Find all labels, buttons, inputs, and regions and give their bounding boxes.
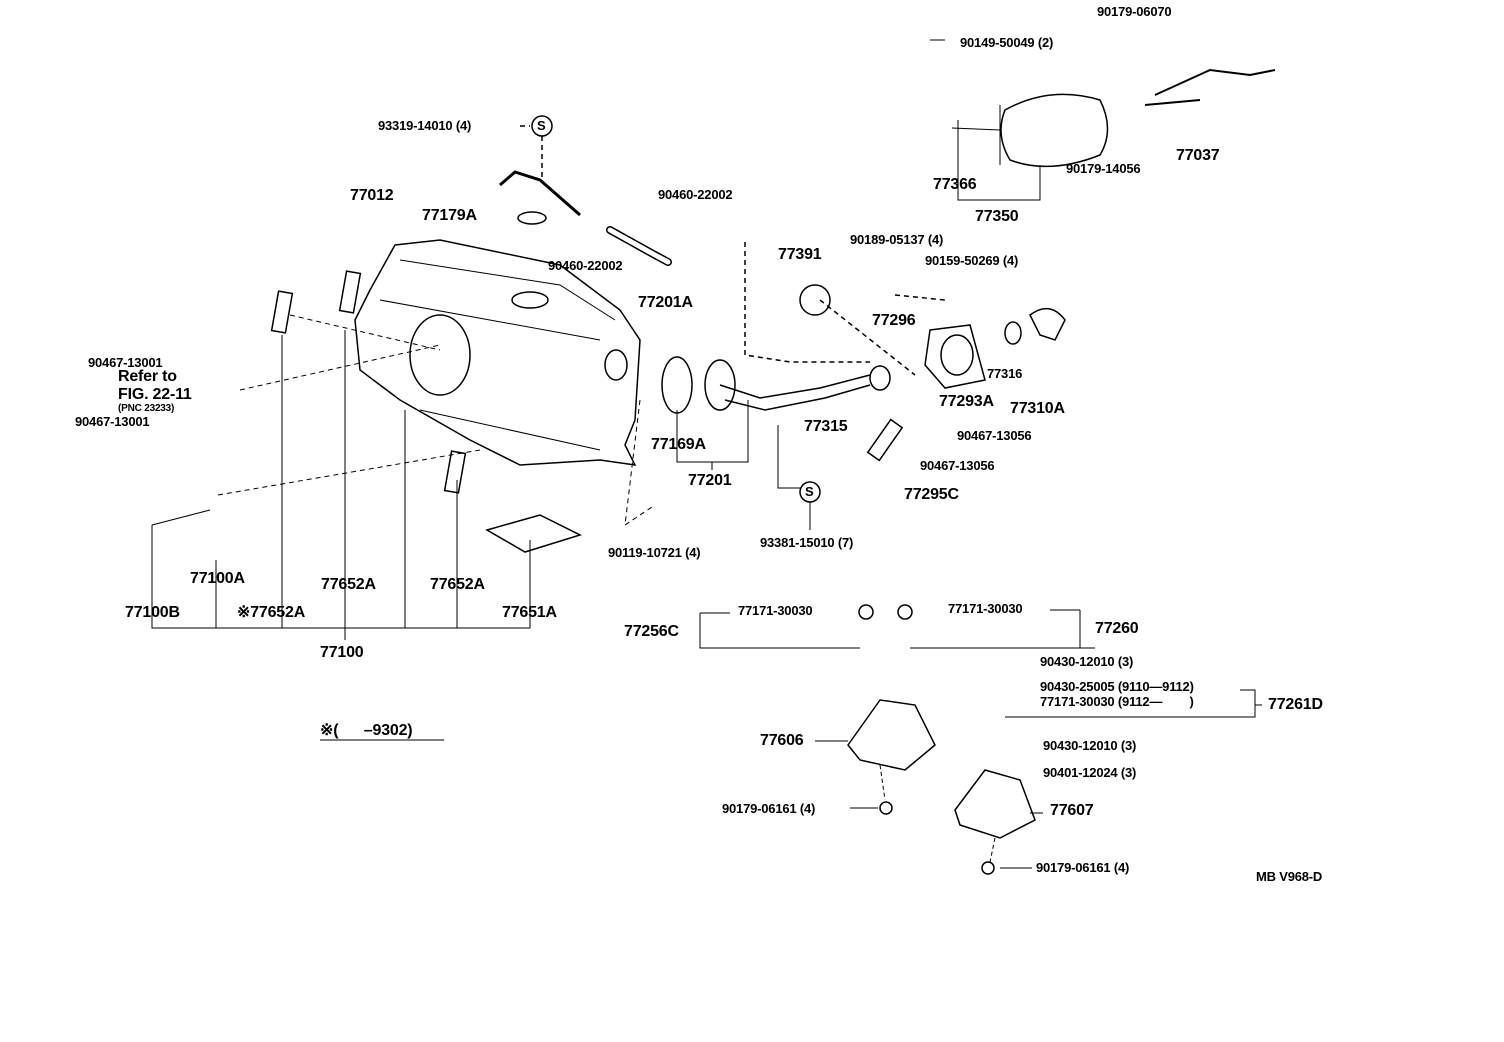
part-label: 77366 xyxy=(933,176,977,193)
part-label: 90401-12024 (3) xyxy=(1043,765,1137,780)
part-label: 77315 xyxy=(804,418,848,435)
part-label: 93319-14010 (4) xyxy=(378,118,472,133)
part-label: 77012 xyxy=(350,187,394,204)
part-label: 77350 xyxy=(975,208,1019,225)
filler-neck xyxy=(924,324,986,389)
screw-symbol-label: S xyxy=(537,118,546,133)
part-label: 77607 xyxy=(1050,802,1094,819)
part-label: 77100B xyxy=(125,604,180,621)
part-label: 77651A xyxy=(502,604,557,621)
fuel-lid xyxy=(1000,93,1109,168)
part-label: 90179-06161 (4) xyxy=(1036,860,1130,875)
part-label: 77606 xyxy=(760,732,804,749)
part-label: 90467-13056 xyxy=(957,428,1032,443)
filler-pipe xyxy=(719,374,871,411)
part-label: 77100 xyxy=(320,644,364,661)
part-label: 77201 xyxy=(688,472,732,489)
part-label: 77261D xyxy=(1268,696,1323,713)
screw-symbol-label: S xyxy=(805,484,814,499)
grommet-77607 xyxy=(954,769,1036,839)
part-label: 90159-50269 (4) xyxy=(925,253,1019,268)
part-label: 90467-13001 xyxy=(75,414,150,429)
part-label: 77169A xyxy=(651,436,706,453)
part-label: 77391 xyxy=(778,246,822,263)
grommet-77606 xyxy=(847,699,936,771)
part-label: 77171-30030 xyxy=(738,603,813,618)
part-label: ※77652A xyxy=(237,604,306,621)
reference-note: Refer to xyxy=(118,368,177,385)
part-label: 90430-25005 (9110—9112) xyxy=(1040,679,1194,694)
part-label: 77171-30030 xyxy=(948,601,1023,616)
tank-port xyxy=(409,314,471,396)
vent-tube xyxy=(499,170,581,217)
part-label: 90460-22002 xyxy=(548,258,623,273)
diagram-code: MB V968-D xyxy=(1256,869,1323,884)
fuel-tank xyxy=(354,239,641,466)
part-label: 77652A xyxy=(430,576,485,593)
part-label: 77295C xyxy=(904,486,959,503)
part-label: 77256C xyxy=(624,623,679,640)
pad-77651A xyxy=(485,514,583,553)
part-label: 90460-22002 xyxy=(658,187,733,202)
part-label: 90179-06161 (4) xyxy=(722,801,816,816)
part-label: 77100A xyxy=(190,570,245,587)
part-label: 77260 xyxy=(1095,620,1139,637)
part-label: 77310A xyxy=(1010,400,1065,417)
part-label: 77316 xyxy=(987,366,1023,381)
part-label: 77179A xyxy=(422,207,477,224)
part-label: 77037 xyxy=(1176,147,1220,164)
part-label: 77171-30030 (9112— ) xyxy=(1040,694,1194,709)
part-label: 90467-13056 xyxy=(920,458,995,473)
part-label: 77293A xyxy=(939,393,994,410)
part-label: 77201A xyxy=(638,294,693,311)
part-label: 90179-06070 xyxy=(1097,4,1172,19)
part-label: 90430-12010 (3) xyxy=(1040,654,1134,669)
part-label: 77296 xyxy=(872,312,916,329)
reference-pnc: (PNC 23233) xyxy=(118,403,175,414)
part-label: 90467-13001 xyxy=(88,355,163,370)
part-label: 90179-14056 xyxy=(1066,161,1141,176)
part-label: 93381-15010 (7) xyxy=(760,535,854,550)
part-label: 90430-12010 (3) xyxy=(1043,738,1137,753)
part-label: 90189-05137 (4) xyxy=(850,232,944,247)
part-label: 90149-50049 (2) xyxy=(960,35,1054,50)
part-label: 77652A xyxy=(321,576,376,593)
footnote: ※( –9302) xyxy=(320,722,413,739)
reference-figure: FIG. 22-11 xyxy=(118,386,192,403)
part-label: 90119-10721 (4) xyxy=(608,545,701,560)
